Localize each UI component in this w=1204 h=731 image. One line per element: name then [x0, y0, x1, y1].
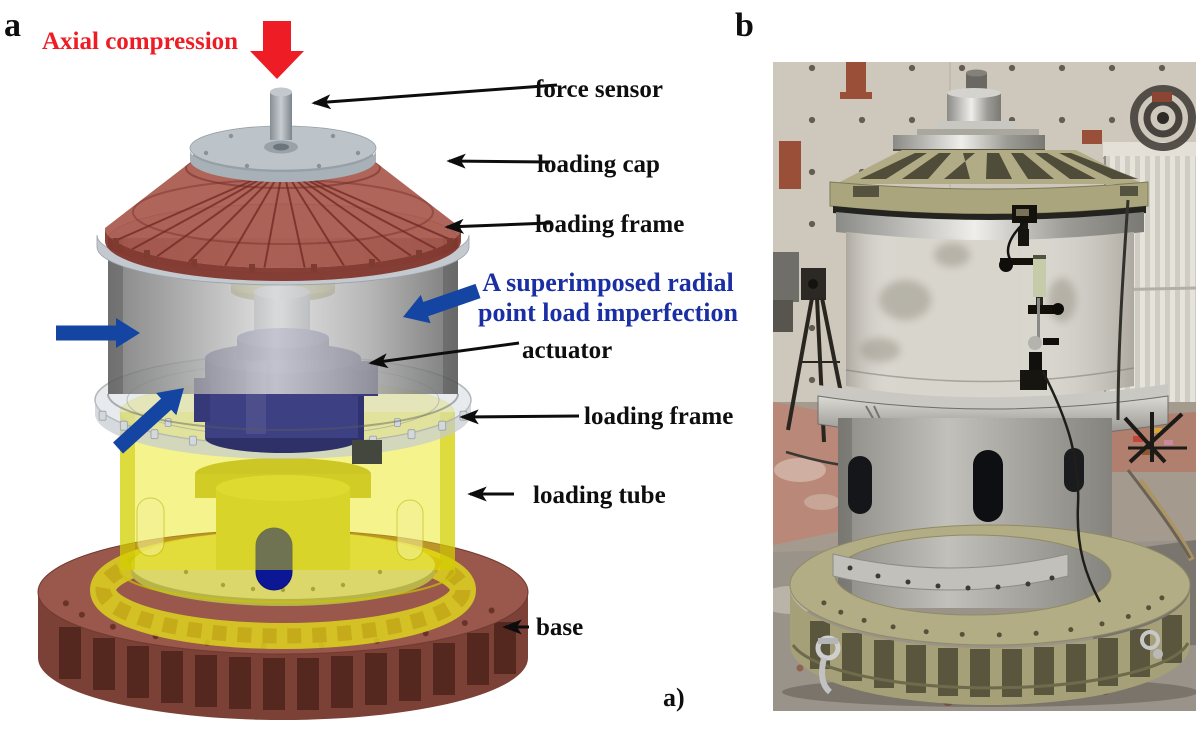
photo-base-bolt-holes: [821, 595, 1165, 638]
label-force-sensor: force sensor: [535, 76, 663, 103]
axial-compression-label: Axial compression: [42, 28, 239, 55]
radial-arrow-lower-left: [113, 388, 184, 454]
photo-gasket: [833, 206, 1146, 221]
photo-tube-flange: [832, 553, 1069, 591]
cad-tube-cutout-left: [136, 497, 165, 557]
cad-top-plate: [189, 125, 377, 182]
photo-tube-flange-bolts: [847, 565, 1055, 591]
label-loading-frame-upper: loading frame: [535, 211, 685, 238]
panel-a-caption: a): [663, 683, 685, 712]
label-base: base: [536, 614, 584, 641]
photo-cable-coil: [1130, 85, 1196, 151]
cad-tube-slot: [255, 527, 293, 591]
radial-arrow-left: [56, 318, 140, 348]
label-loading-cap: loading cap: [537, 151, 660, 178]
radial-arrow-right: [403, 283, 481, 324]
photo-loading-cap-frame: [829, 150, 1149, 241]
panel-b-letter: b: [735, 7, 754, 44]
test-rig-photo: [773, 62, 1196, 711]
label-arrow-loading-cap: [446, 153, 551, 169]
label-actuator: actuator: [522, 337, 613, 364]
label-arrow-actuator: [368, 341, 520, 369]
photo-specimen-cylinder: [845, 232, 1135, 398]
label-arrow-loading-frame-lower: [459, 409, 580, 425]
photo-rig: [789, 69, 1191, 705]
label-loading-tube: loading tube: [533, 482, 666, 509]
cad-tube-flange-holes: [183, 569, 383, 593]
photo-right-stand: [1123, 412, 1195, 562]
photo-sensor-cable: [1041, 371, 1102, 603]
photo-top-cylinder: [947, 93, 1001, 125]
annotation-arrows: [56, 21, 580, 635]
cad-tube-cutout-right: [396, 499, 424, 561]
cad-illustration: [37, 87, 529, 720]
label-arrows: [311, 83, 580, 635]
cad-plate-bolts: [203, 133, 361, 169]
photo-base-ribbed-band: [790, 588, 1190, 705]
radial-imperfection-label: A superimposed radial point load imperfe…: [436, 268, 780, 328]
photo-displacement-sensors: [999, 199, 1130, 603]
photo-lvdt-sensor: [1033, 259, 1046, 297]
panel-a-letter: a: [4, 7, 21, 44]
axial-compression-arrow: [250, 21, 304, 79]
photo-wall-brackets: [779, 62, 1102, 189]
label-arrow-loading-frame-upper: [444, 218, 551, 234]
cad-cap-studs: [113, 238, 453, 272]
cad-base-ribs: [59, 622, 516, 710]
photo-base-ring: [789, 524, 1191, 646]
radial-imperfection-line2: point load imperfection: [478, 298, 738, 327]
cad-loading-cap: [105, 161, 461, 281]
label-arrow-force-sensor: [311, 83, 558, 110]
photo-shackles: [815, 630, 1163, 695]
cad-force-sensor: [270, 87, 292, 140]
label-loading-frame-lower: loading frame: [584, 403, 734, 430]
radial-imperfection-line1: A superimposed radial: [482, 268, 734, 297]
